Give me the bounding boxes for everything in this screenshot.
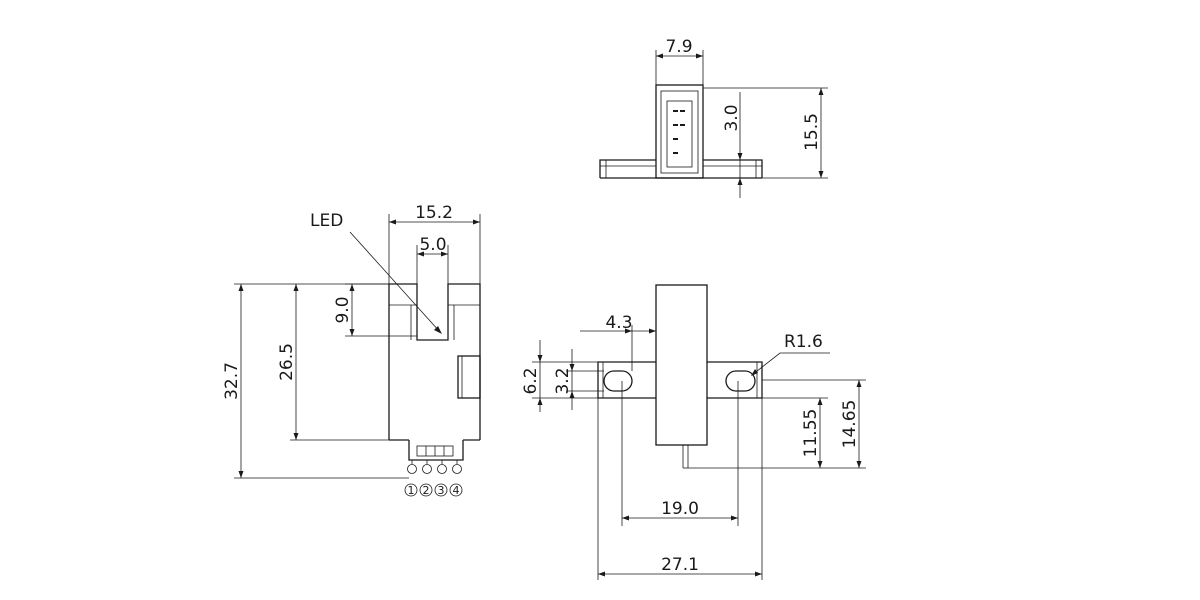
dim-side-hole: 3.2 (553, 367, 573, 394)
pin-number: 1 (408, 484, 415, 497)
dim-top-width: 7.9 (665, 37, 692, 57)
dim-side-total: 27.1 (661, 555, 699, 575)
dim-front-total: 32.7 (222, 362, 242, 400)
top-view: 7.9 3.0 15.5 (599, 37, 828, 198)
side-view: 4.3 R1.6 6.2 3.2 19.0 27.1 (521, 284, 866, 580)
pin-number: 2 (423, 484, 430, 497)
dim-front-width: 15.2 (415, 203, 453, 223)
dim-side-hole-edge: 4.3 (605, 313, 632, 333)
dim-side-h1: 11.55 (801, 409, 821, 458)
pin-number: 3 (438, 484, 445, 497)
front-view: 1 2 3 4 LED 15.2 5.0 9.0 26.5 (222, 203, 481, 497)
dim-side-radius: R1.6 (784, 332, 823, 352)
dim-side-flange: 6.2 (521, 367, 541, 394)
dim-front-body: 26.5 (277, 343, 297, 381)
dim-side-h2: 14.65 (840, 400, 860, 449)
pin-number: 4 (453, 484, 460, 497)
dim-side-pitch: 19.0 (661, 499, 699, 519)
dim-front-slot-depth: 9.0 (333, 296, 353, 323)
led-label: LED (310, 211, 343, 231)
dim-top-offset: 3.0 (722, 104, 742, 131)
dim-top-height: 15.5 (802, 113, 822, 151)
dim-front-slot: 5.0 (419, 235, 446, 255)
